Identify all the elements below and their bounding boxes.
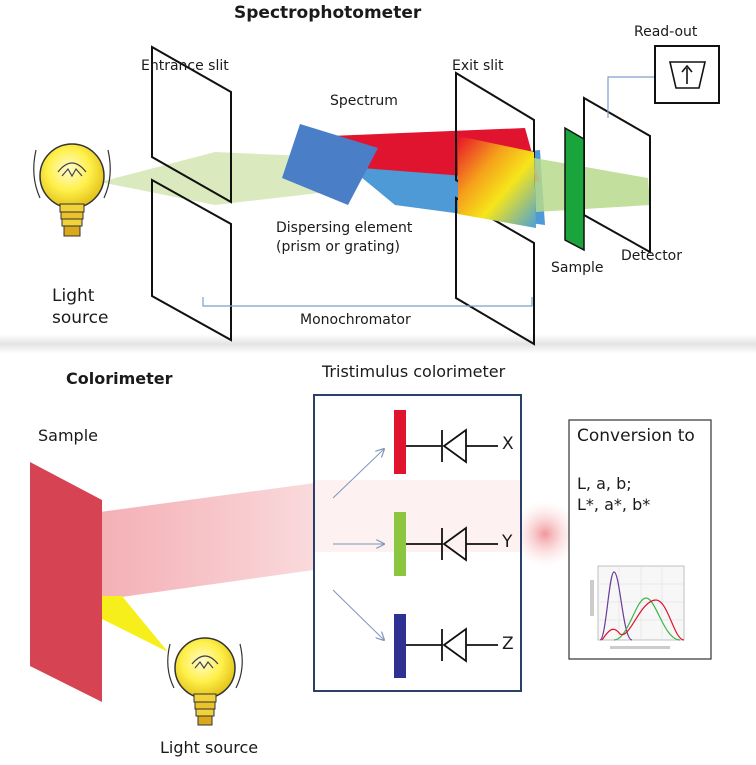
channel-x-label: X	[502, 434, 514, 454]
diode-z-icon	[406, 627, 498, 663]
arrow-to-z	[332, 589, 384, 640]
sample-strip	[564, 126, 585, 252]
colorimeter-sample-label: Sample	[38, 426, 98, 445]
section-separator	[0, 334, 756, 354]
channel-y-label: Y	[502, 532, 513, 552]
arrow-to-x	[332, 449, 384, 499]
incident-light	[100, 596, 168, 652]
spectro-sample-label: Sample	[551, 260, 604, 276]
spectrophotometer-title: Spectrophotometer	[234, 3, 422, 23]
conversion-lab-star: L*, a*, b*	[577, 495, 651, 514]
beam-glow	[511, 500, 579, 568]
diode-x-icon	[406, 428, 498, 464]
conversion-title: Conversion to	[577, 426, 695, 446]
beam-through-box	[315, 480, 520, 552]
channel-z-label: Z	[502, 634, 514, 654]
cie-chart-thumbnail	[590, 565, 685, 649]
colorimeter-sample	[30, 462, 102, 702]
dispersing-element-label: Dispersing element	[276, 220, 413, 236]
detector-label: Detector	[621, 248, 683, 264]
filter-y-green	[394, 512, 406, 576]
readout-arrow	[681, 64, 693, 73]
tristimulus-title: Tristimulus colorimeter	[322, 362, 506, 381]
colorimeter-title: Colorimeter	[66, 369, 173, 388]
readout-display	[668, 61, 707, 89]
entrance-slit	[151, 45, 232, 342]
monochromator-label: Monochromator	[300, 312, 411, 328]
spectrum-label: Spectrum	[330, 93, 398, 109]
entrance-slit-label: Entrance slit	[141, 58, 229, 74]
filter-z-blue	[394, 614, 406, 678]
dispersing-element-sublabel: (prism or grating)	[276, 239, 400, 255]
light-source-label-line1: Light	[52, 286, 95, 306]
spectrum-patch	[458, 136, 536, 228]
conversion-lab: L, a, b;	[577, 474, 632, 493]
readout-connector	[607, 76, 655, 118]
green-beam	[534, 158, 650, 212]
light-bulb-bottom-icon	[167, 637, 243, 726]
light-source-label-line2: source	[52, 308, 109, 328]
diode-y-icon	[406, 526, 498, 562]
monochromator-bracket	[202, 297, 533, 307]
exit-slit-label: Exit slit	[452, 58, 504, 74]
readout-label: Read-out	[634, 24, 698, 40]
light-bulb-icon	[33, 143, 111, 237]
filter-x-red	[394, 410, 406, 474]
prism	[282, 124, 378, 205]
colorimeter-light-source-label: Light source	[160, 738, 259, 757]
